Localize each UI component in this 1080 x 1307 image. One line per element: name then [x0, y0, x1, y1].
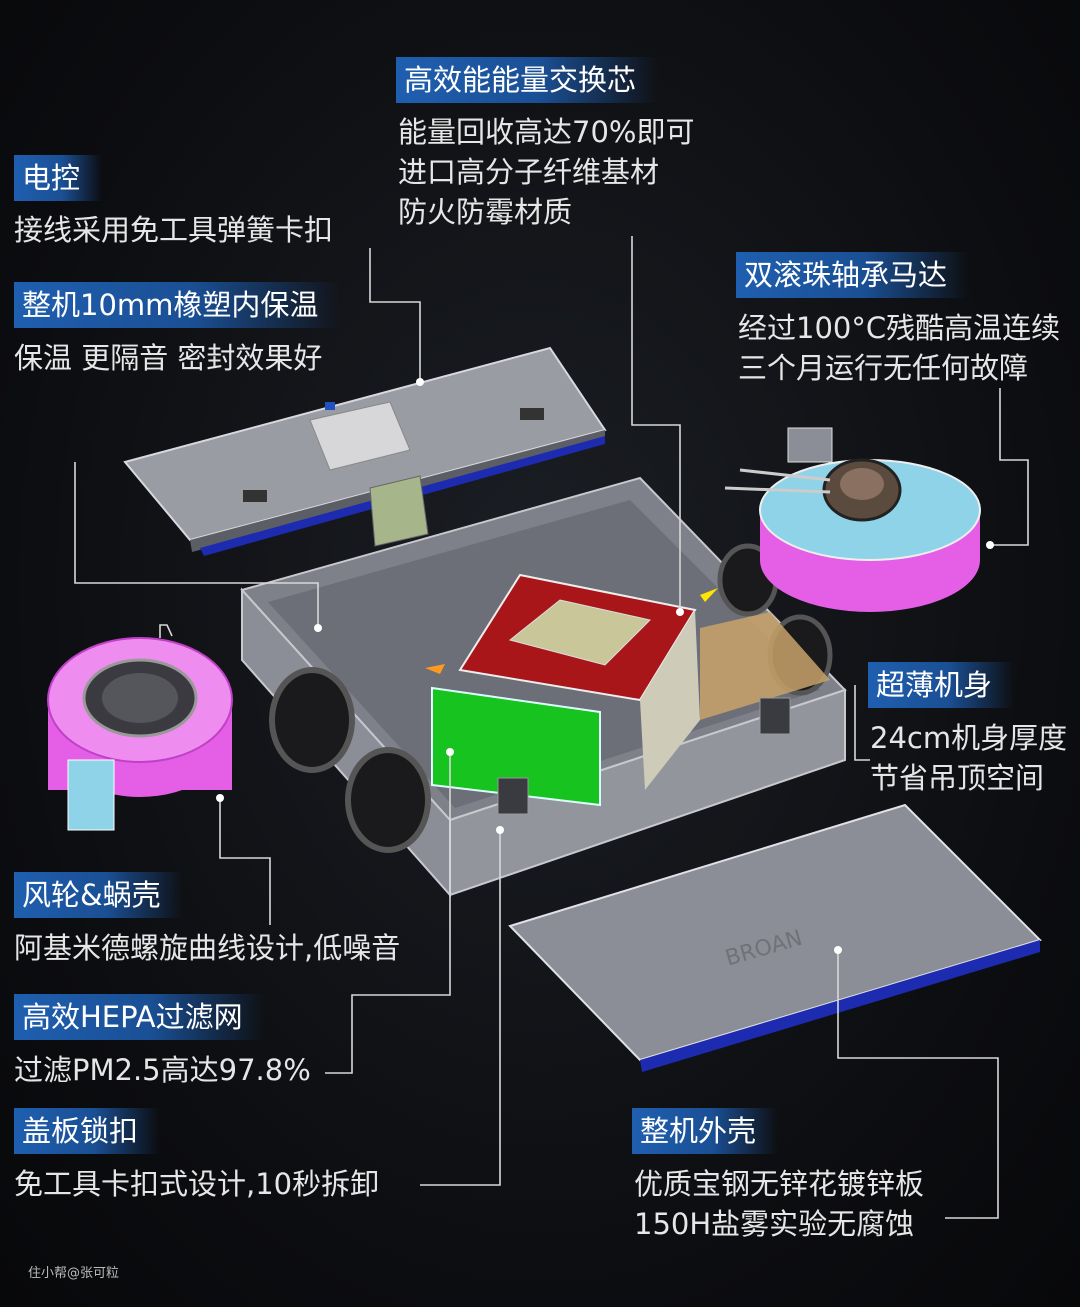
core-line-3: 防火防霉材质 [398, 195, 573, 229]
core-title: 高效能能量交换芯 [396, 57, 659, 103]
lock-line-1: 免工具卡扣式设计,10秒拆卸 [14, 1167, 380, 1201]
hepa-title: 高效HEPA过滤网 [14, 994, 265, 1040]
shell-title: 整机外壳 [632, 1108, 779, 1154]
shell-line-2: 150H盐雾实验无腐蚀 [634, 1207, 915, 1241]
leader-dots [216, 378, 994, 954]
lock-title: 盖板锁扣 [14, 1108, 161, 1154]
control-title: 电控 [14, 155, 103, 201]
insulation-line-1: 保温 更隔音 密封效果好 [14, 341, 323, 375]
bottom-cover: BROAN [508, 803, 1042, 1072]
motor-fan [724, 427, 981, 612]
fan-title: 风轮&蜗壳 [14, 872, 183, 918]
hepa-line-1: 过滤PM2.5高达97.8% [14, 1053, 311, 1087]
control-line-1: 接线采用免工具弹簧卡扣 [14, 213, 334, 247]
fan-volute [47, 637, 233, 831]
leader-lines [74, 236, 1029, 1219]
thin-line-2: 节省吊顶空间 [870, 761, 1045, 795]
core-line-1: 能量回收高达70%即可 [398, 115, 695, 149]
motor-line-2: 三个月运行无任何故障 [738, 351, 1029, 385]
motor-title: 双滚珠轴承马达 [736, 252, 970, 298]
main-casing [240, 476, 847, 898]
fan-line-1: 阿基米德螺旋曲线设计,低噪音 [14, 931, 401, 965]
watermark: 住小帮@张可粒 [28, 1266, 120, 1281]
motor-line-1: 经过100°C残酷高温连续 [738, 311, 1061, 345]
core-line-2: 进口高分子纤维基材 [398, 155, 660, 189]
thin-line-1: 24cm机身厚度 [870, 721, 1068, 755]
shell-line-1: 优质宝钢无锌花镀锌板 [634, 1167, 925, 1201]
top-lid [123, 346, 607, 556]
thin-title: 超薄机身 [868, 662, 1015, 708]
insulation-title: 整机10mm橡塑内保温 [14, 282, 341, 328]
hepa-filter [431, 686, 601, 807]
